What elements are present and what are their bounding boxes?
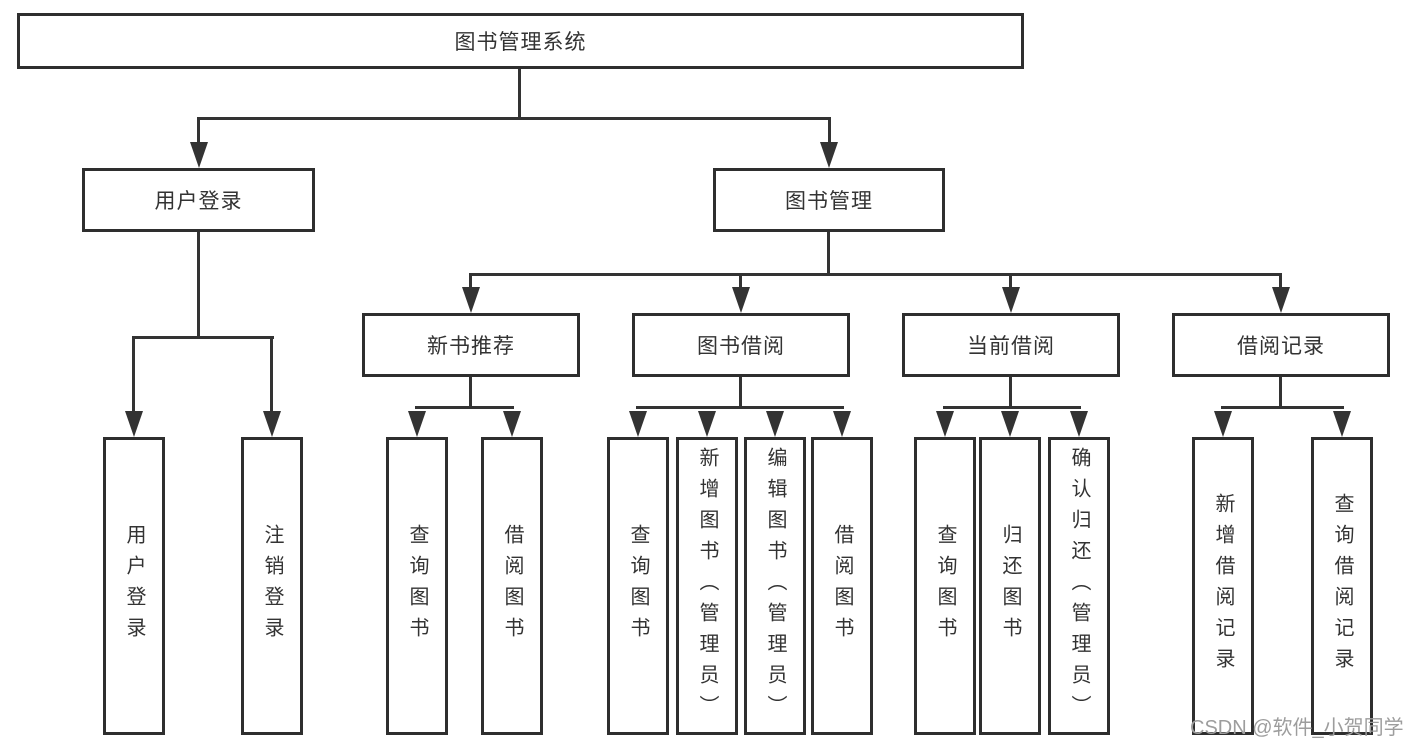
connector-book-management-stem — [827, 232, 830, 273]
connector-level2-bar — [469, 273, 1282, 276]
connector-drop-book-borrow — [739, 273, 742, 289]
connector-new-book-bar — [415, 406, 514, 409]
leaf-user-login-label: 用户登录 — [123, 524, 145, 648]
leaf-borrow-borrow-books: 借阅图书 — [811, 437, 873, 735]
node-root-label: 图书管理系统 — [454, 31, 587, 54]
connector-user-login-stem — [197, 232, 200, 336]
arrow-down-icon — [820, 142, 838, 168]
node-user-login-branch-label: 用户登录 — [154, 190, 243, 213]
arrow-down-icon — [936, 411, 954, 437]
leaf-records-add-record-label: 新增借阅记录 — [1212, 493, 1234, 679]
leaf-borrow-query-books: 查询图书 — [607, 437, 669, 735]
leaf-logout: 注销登录 — [241, 437, 303, 735]
node-current-borrow: 当前借阅 — [902, 313, 1120, 377]
leaf-borrow-edit-books-admin-label: 编辑图书（管理员） — [764, 446, 786, 726]
node-book-management-branch-label: 图书管理 — [785, 190, 873, 213]
connector-drop-current-borrow — [1009, 273, 1012, 289]
node-new-book-recommend: 新书推荐 — [362, 313, 580, 377]
leaf-borrow-add-books-admin: 新增图书（管理员） — [676, 437, 738, 735]
connector-current-borrow-stem — [1009, 377, 1012, 407]
arrow-down-icon — [263, 411, 281, 437]
connector-borrow-records-bar — [1221, 406, 1344, 409]
watermark-text: CSDN @软件_小贺同学 — [1190, 717, 1404, 739]
arrow-down-icon — [1333, 411, 1351, 437]
connector-drop-borrow-records — [1279, 273, 1282, 289]
leaf-current-confirm-return-admin: 确认归还（管理员） — [1048, 437, 1110, 735]
connector-borrow-records-stem — [1279, 377, 1282, 407]
node-root: 图书管理系统 — [17, 13, 1024, 69]
connector-current-borrow-bar — [943, 406, 1081, 409]
leaf-newbook-query-books-label: 查询图书 — [406, 524, 428, 648]
leaf-borrow-add-books-admin-label: 新增图书（管理员） — [696, 446, 718, 726]
connector-level1-bar — [197, 117, 831, 120]
connector-book-borrow-stem — [739, 377, 742, 407]
connector-new-book-stem — [469, 377, 472, 407]
leaf-user-login: 用户登录 — [103, 437, 165, 735]
node-book-borrow-label: 图书借阅 — [697, 335, 785, 358]
leaf-newbook-query-books: 查询图书 — [386, 437, 448, 735]
leaf-logout-label: 注销登录 — [261, 524, 283, 648]
arrow-down-icon — [503, 411, 521, 437]
arrow-down-icon — [833, 411, 851, 437]
node-borrow-records-label: 借阅记录 — [1237, 335, 1325, 358]
connector-drop-leaf-logout — [270, 336, 273, 411]
node-new-book-recommend-label: 新书推荐 — [427, 335, 515, 358]
connector-drop-user-login — [197, 117, 200, 143]
leaf-borrow-borrow-books-label: 借阅图书 — [831, 524, 853, 648]
arrow-down-icon — [1001, 411, 1019, 437]
node-current-borrow-label: 当前借阅 — [967, 335, 1055, 358]
leaf-records-query-record: 查询借阅记录 — [1311, 437, 1373, 735]
connector-user-login-bar — [132, 336, 274, 339]
leaf-current-return-books: 归还图书 — [979, 437, 1041, 735]
connector-drop-book-management — [828, 117, 831, 143]
arrow-down-icon — [1002, 287, 1020, 313]
arrow-down-icon — [462, 287, 480, 313]
leaf-current-query-books: 查询图书 — [914, 437, 976, 735]
connector-drop-new-book — [469, 273, 472, 289]
arrow-down-icon — [732, 287, 750, 313]
leaf-current-query-books-label: 查询图书 — [934, 524, 956, 648]
arrow-down-icon — [190, 142, 208, 168]
leaf-newbook-borrow-books-label: 借阅图书 — [501, 524, 523, 648]
connector-root-stem — [518, 69, 521, 117]
arrow-down-icon — [408, 411, 426, 437]
arrow-down-icon — [629, 411, 647, 437]
connector-drop-leaf-user-login — [132, 336, 135, 411]
arrow-down-icon — [698, 411, 716, 437]
leaf-borrow-edit-books-admin: 编辑图书（管理员） — [744, 437, 806, 735]
node-book-borrow: 图书借阅 — [632, 313, 850, 377]
arrow-down-icon — [766, 411, 784, 437]
arrow-down-icon — [1214, 411, 1232, 437]
leaf-records-query-record-label: 查询借阅记录 — [1331, 493, 1353, 679]
node-borrow-records: 借阅记录 — [1172, 313, 1390, 377]
arrow-down-icon — [1272, 287, 1290, 313]
leaf-borrow-query-books-label: 查询图书 — [627, 524, 649, 648]
connector-book-borrow-bar — [636, 406, 844, 409]
leaf-current-confirm-return-admin-label: 确认归还（管理员） — [1068, 446, 1090, 726]
leaf-newbook-borrow-books: 借阅图书 — [481, 437, 543, 735]
arrow-down-icon — [125, 411, 143, 437]
leaf-records-add-record: 新增借阅记录 — [1192, 437, 1254, 735]
arrow-down-icon — [1070, 411, 1088, 437]
leaf-current-return-books-label: 归还图书 — [999, 524, 1021, 648]
node-user-login-branch: 用户登录 — [82, 168, 315, 232]
node-book-management-branch: 图书管理 — [713, 168, 945, 232]
